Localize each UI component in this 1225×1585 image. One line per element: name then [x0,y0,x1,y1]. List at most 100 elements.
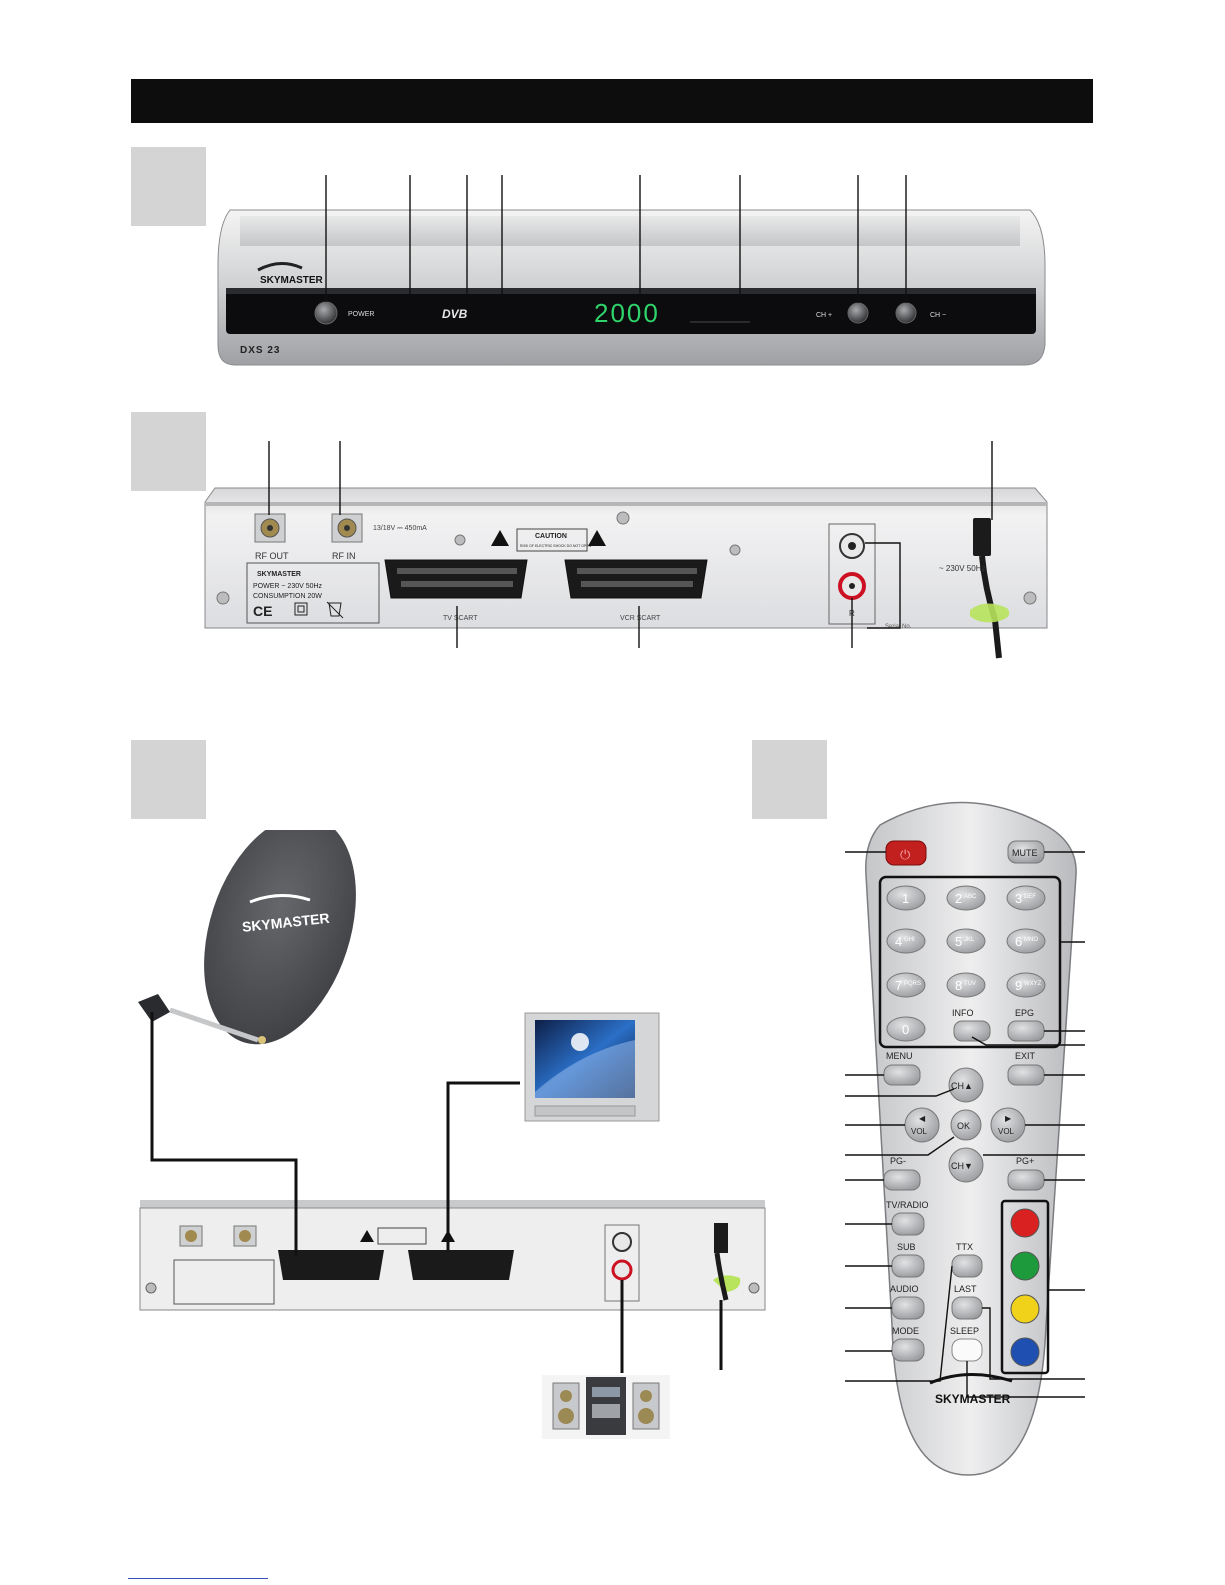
connection-diagram: SKYMASTER [138,830,766,1439]
digit-label: 9 [1015,978,1022,993]
led-display: 2000 [594,298,660,328]
vol-left-label: VOL [911,1127,928,1136]
last-button[interactable] [951,1296,983,1320]
sub-button[interactable] [891,1254,925,1278]
vol-right-label: VOL [998,1127,1015,1136]
section-header-bar [131,79,1093,123]
arrow-right-icon: ▶ [1005,1114,1012,1123]
digit-0-button[interactable]: 0 [886,1016,926,1042]
ok-label: OK [957,1121,970,1131]
connection-cables [150,1012,723,1373]
audio-button[interactable] [891,1296,925,1320]
vcr-scart-port [564,559,708,599]
info-label: INFO [952,1008,974,1018]
svg-text:CONSUMPTION 20W: CONSUMPTION 20W [253,593,322,600]
digit-label: 7 [895,978,902,993]
sub-label: SUB [897,1242,916,1252]
caution-label: CAUTION [535,533,567,540]
ch-plus-button[interactable] [847,302,869,324]
ch-down-button[interactable] [948,1147,984,1183]
arrow-left-icon: ◀ [919,1114,926,1123]
svg-text:~ 230V 50Hz: ~ 230V 50Hz [939,564,985,573]
remote-brand: SKYMASTER [935,1392,1011,1406]
ch-minus-button[interactable] [895,302,917,324]
figure-box-4 [752,740,827,819]
power-label: POWER [348,311,374,318]
rear-panel-small [139,1200,766,1311]
lnb-power-label: 13/18V ⎓ 450mA [373,525,427,532]
ok-button[interactable] [950,1109,982,1141]
digit-letters: WXYZ [1024,981,1042,987]
tv-scart-label: TV SCART [443,615,478,622]
exit-label: EXIT [1015,1051,1036,1061]
green-key[interactable] [1010,1251,1040,1281]
blue-key[interactable] [1010,1337,1040,1367]
sleep-label: SLEEP [950,1326,979,1336]
ch-up-label: CH▲ [951,1081,973,1091]
mode-button[interactable] [891,1338,925,1362]
mode-label: MODE [892,1326,919,1336]
figure-box-3 [131,740,206,819]
sleep-button[interactable] [951,1338,983,1362]
figure-box-1 [131,147,206,226]
rf-out-label: RF OUT [255,551,289,561]
digit-label: 3 [1015,891,1022,906]
yellow-key[interactable] [1010,1294,1040,1324]
rear-panel-figure: RF OUT RF IN 13/18V ⎓ 450mA SKYMASTER PO… [204,441,1048,659]
svg-text:RISK OF ELECTRIC SHOCK DO NOT: RISK OF ELECTRIC SHOCK DO NOT OPEN [520,544,592,548]
ce-mark: CE [253,603,272,619]
ttx-button[interactable] [951,1254,983,1278]
svg-text:SKYMASTER: SKYMASTER [260,275,324,286]
epg-button[interactable] [1007,1020,1045,1042]
pg-minus-label: PG- [890,1156,906,1166]
digit-letters: JKL [964,937,975,943]
mute-label: MUTE [1012,848,1038,858]
model-label: DXS 23 [240,345,280,356]
digit-label: 4 [895,934,902,949]
television [524,1012,660,1122]
tv-scart-port [384,559,528,599]
exit-button[interactable] [1007,1064,1045,1086]
remote-callout-lines [845,851,1085,1398]
figure-box-2 [131,412,206,491]
info-button[interactable] [953,1020,991,1042]
audio-label: AUDIO [890,1284,919,1294]
digit-label: 6 [1015,934,1022,949]
rf-in-label: RF IN [332,551,356,561]
pg-plus-button[interactable] [1007,1169,1045,1191]
svg-text:SKYMASTER: SKYMASTER [257,571,301,578]
ttx-label: TTX [956,1242,973,1252]
digit-label: 0 [902,1022,909,1037]
menu-label: MENU [886,1051,913,1061]
pg-minus-button[interactable] [883,1169,921,1191]
digit-label: 8 [955,978,962,993]
ch-plus-label: CH + [816,312,832,319]
vcr-scart-label: VCR SCART [620,615,661,622]
power-button[interactable] [314,301,338,325]
dvb-logo: DVB [442,307,468,321]
epg-label: EPG [1015,1008,1034,1018]
red-key[interactable] [1010,1208,1040,1238]
menu-button[interactable] [883,1064,921,1086]
rear-callout-lines [268,441,993,648]
svg-text:Serial No.: Serial No. [885,624,912,630]
tv-radio-button[interactable] [891,1212,925,1236]
color-keys [1010,1208,1040,1367]
hifi-system [542,1375,670,1439]
digit-letters: GHI [904,937,915,943]
digit-1-button[interactable]: 1 [886,885,926,911]
power-icon: ⏻ [900,847,910,862]
ch-up-button[interactable] [948,1067,984,1103]
digit-letters: TUV [964,981,976,987]
skymaster-logo: SKYMASTER [257,262,324,286]
power-button[interactable] [885,840,927,866]
